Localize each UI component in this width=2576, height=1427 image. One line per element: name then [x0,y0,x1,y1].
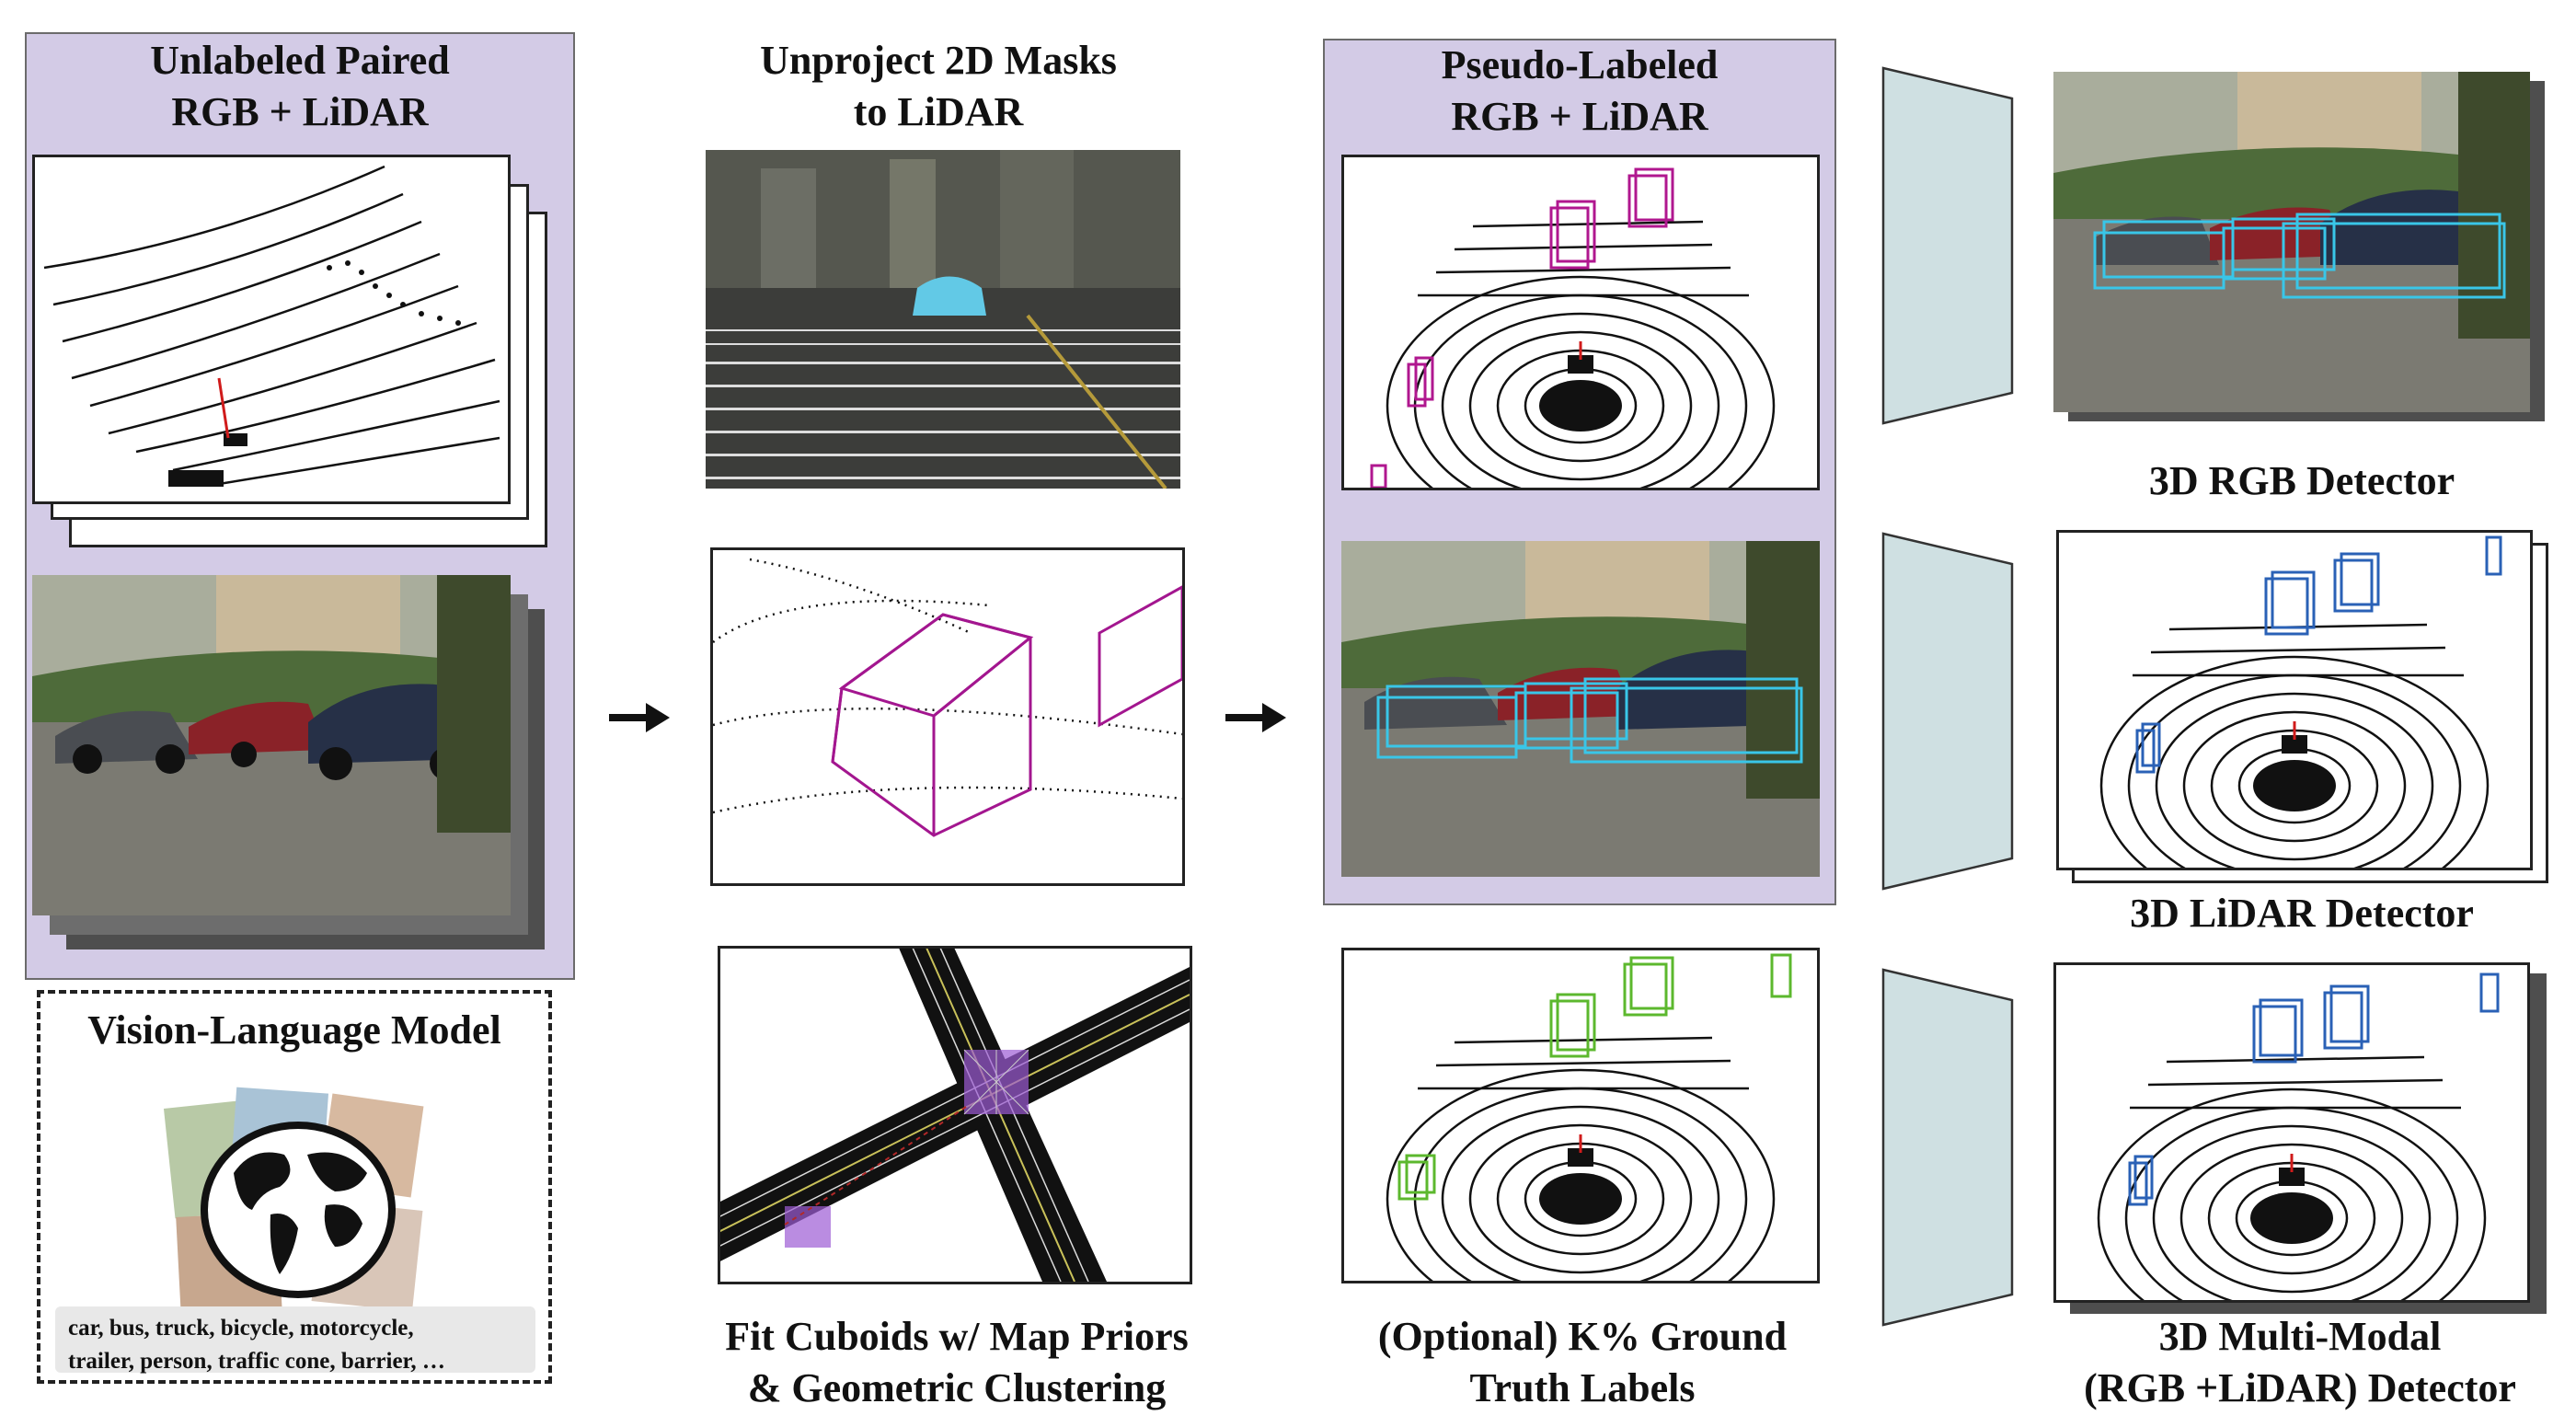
unproject-title-line1: Unproject 2D Masks [760,38,1117,83]
pseudo-title-line1: Pseudo-Labeled [1441,42,1719,87]
globe-icon [201,1122,396,1298]
optional-caption-line2: Truth Labels [1469,1365,1696,1410]
vlm-title: Vision-Language Model [87,1007,501,1053]
map-prior-image [720,949,1190,1282]
pseudo-lidar-frame [1341,155,1820,490]
fit-caption-line2: & Geometric Clustering [747,1365,1167,1410]
multimodal-detector-block [1881,968,2014,1327]
vlm-categories-line1: car, bus, truck, bicycle, motorcycle, [68,1316,414,1341]
rgb-output-image [2053,72,2530,412]
lidar-bev-frame [32,155,511,504]
vlm-box: Vision-Language Model car, bus, truck, b… [37,990,552,1384]
multimodal-label-line2: (RGB +LiDAR) Detector [2084,1365,2516,1410]
unproject-title: Unproject 2D Masks to LiDAR [699,35,1178,138]
cuboid-fit-frame [710,547,1185,886]
multimodal-label-line1: 3D Multi-Modal [2158,1314,2442,1359]
unproject-image-frame [706,150,1180,489]
pseudo-rgb-image [1341,541,1820,877]
unproject-title-line2: to LiDAR [853,89,1024,134]
multimodal-output-frame [2053,962,2530,1303]
arrow-right-icon [609,703,670,732]
map-prior-frame [718,946,1192,1284]
gt-lidar-image [1386,953,1792,1281]
rgb-output-frame [2053,72,2530,412]
vlm-categories-line2: trailer, person, traffic cone, barrier, … [68,1349,445,1374]
fit-caption: Fit Cuboids w/ Map Priors & Geometric Cl… [681,1311,1233,1414]
optional-caption-line1: (Optional) K% Ground [1377,1314,1788,1359]
unlabeled-title-line1: Unlabeled Paired [150,38,450,83]
pseudo-title-line2: RGB + LiDAR [1451,94,1708,139]
lidar-output-image [2099,535,2502,868]
pseudo-title: Pseudo-Labeled RGB + LiDAR [1323,40,1836,143]
multimodal-detector-label: 3D Multi-Modal (RGB +LiDAR) Detector [2033,1311,2567,1414]
fit-caption-line1: Fit Cuboids w/ Map Priors [725,1314,1189,1359]
unlabeled-title-line2: RGB + LiDAR [171,89,429,134]
rgb-detector-label: 3D RGB Detector [2148,458,2455,503]
lidar-bev-image [43,165,500,487]
arrow-right-icon [1225,703,1286,732]
rgb-detector-block [1881,66,2014,425]
pseudo-lidar-image [1370,167,1776,488]
lidar-output-frame [2056,530,2533,870]
gt-lidar-frame [1341,948,1820,1283]
lidar-detector-label: 3D LiDAR Detector [2130,891,2474,936]
cuboid-fit-image [713,558,1182,837]
multimodal-output-image [2097,972,2500,1300]
pseudo-rgb-frame [1341,541,1820,877]
rgb-photo-frame [32,575,511,915]
optional-caption: (Optional) K% Ground Truth Labels [1288,1311,1877,1414]
unproject-image [706,150,1180,489]
lidar-detector-block [1881,532,2014,891]
rgb-photo-image [32,575,511,915]
unlabeled-title: Unlabeled Paired RGB + LiDAR [25,35,575,138]
vlm-categories: car, bus, truck, bicycle, motorcycle, tr… [55,1306,535,1374]
